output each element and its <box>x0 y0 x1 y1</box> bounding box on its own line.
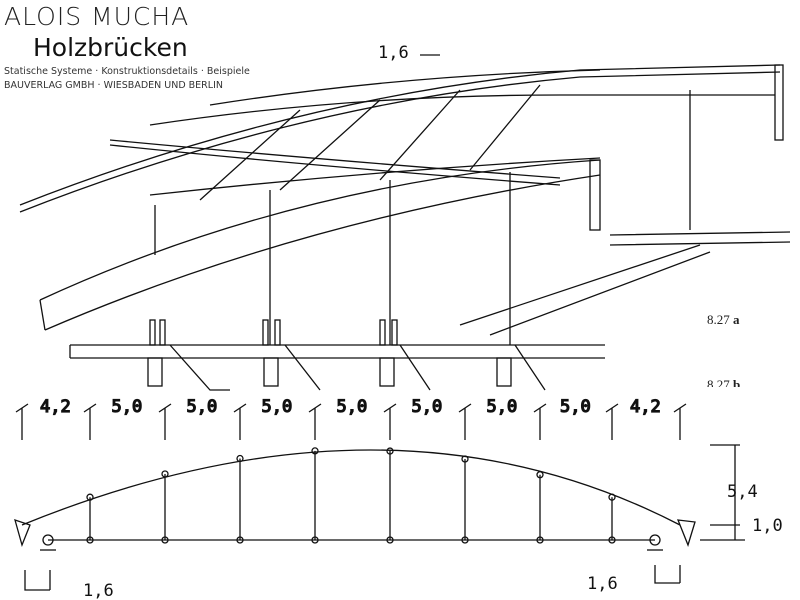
span-dimension: 4,2 <box>630 397 661 417</box>
dimension-tick <box>15 403 29 440</box>
dimension-tick <box>233 403 247 440</box>
top-partial-dimension: 1,6 <box>378 43 409 63</box>
dimension-tick <box>605 403 619 440</box>
figure-letter: b <box>733 377 741 387</box>
joint <box>608 536 616 544</box>
figure-number: 8.27 <box>707 312 730 327</box>
joint <box>386 447 394 455</box>
dimension-tick <box>673 403 687 440</box>
joint <box>461 455 469 463</box>
dimension-tick <box>458 403 472 440</box>
joint <box>236 536 244 544</box>
book-title: Holzbrücken <box>33 33 188 62</box>
dimension-tick <box>83 403 97 440</box>
figure-letter: a <box>733 312 740 327</box>
joint <box>236 454 244 463</box>
dimension-tick <box>158 403 172 440</box>
dimension-tick <box>533 403 547 440</box>
span-dimensions: 4,2 5,0 5,0 5,0 5,0 5,0 5,0 5,0 4,2 <box>39 396 661 417</box>
joint <box>161 470 169 478</box>
span-dimension: 5,0 <box>560 397 591 417</box>
span-dimension: 5,0 <box>337 397 368 417</box>
perspective-bridge <box>19 54 791 391</box>
elevation-arch <box>14 403 745 591</box>
span-dimension: 5,0 <box>187 397 218 417</box>
dimension-tick <box>308 403 322 440</box>
book-subtitle: Statische Systeme · Konstruktionsdetails… <box>4 66 250 77</box>
figure-label-a: 8.27 a <box>707 312 740 328</box>
joint <box>536 471 544 479</box>
rise-dimension: 5,4 <box>727 482 758 502</box>
joint <box>311 447 319 455</box>
joint <box>608 493 616 501</box>
span-dimension: 5,0 <box>262 397 293 417</box>
span-dimension: 4,2 <box>40 397 71 417</box>
support-height-dimension: 1,0 <box>752 516 783 536</box>
span-dimension: 5,0 <box>487 397 518 417</box>
right-offset-dimension: 1,6 <box>587 574 618 594</box>
joint <box>386 536 394 544</box>
joint <box>536 536 544 544</box>
joint <box>86 536 94 544</box>
left-offset-dimension: 1,6 <box>83 581 114 600</box>
joint <box>161 536 169 544</box>
publisher: BAUVERLAG GMBH · WIESBADEN UND BERLIN <box>4 80 223 91</box>
joint <box>311 536 319 544</box>
span-dimension: 5,0 <box>112 397 143 417</box>
dimension-tick <box>383 403 397 440</box>
joint <box>86 493 94 501</box>
span-dimension: 5,0 <box>412 397 443 417</box>
author-name: ALOIS MUCHA <box>4 2 190 31</box>
joint <box>461 536 469 544</box>
figure-number: 8.27 <box>707 377 730 387</box>
figure-label-b: 8.27 b <box>707 377 740 387</box>
